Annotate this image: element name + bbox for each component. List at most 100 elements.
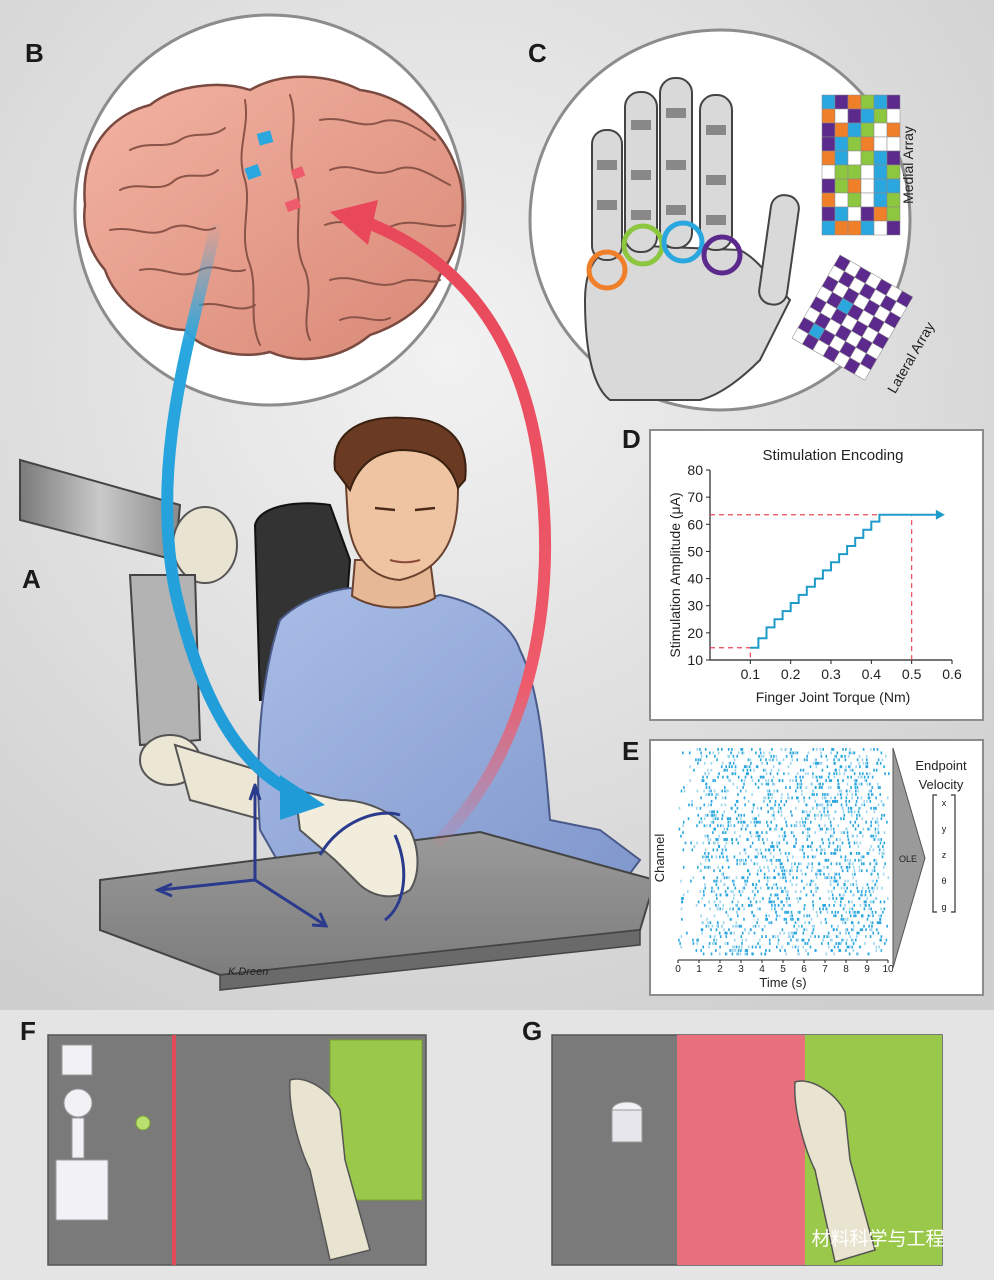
spike-mark	[837, 879, 839, 883]
person-eyes	[374, 506, 436, 512]
spike-mark	[826, 758, 828, 762]
spike-mark	[861, 914, 864, 918]
spike-mark	[839, 845, 842, 848]
spike-mark	[878, 921, 881, 925]
component-g: g	[941, 902, 946, 912]
spike-mark	[728, 765, 731, 769]
medial-array-cell	[821, 94, 836, 110]
spike-mark	[794, 931, 797, 935]
spike-mark	[816, 793, 818, 796]
spike-mark	[838, 772, 841, 776]
spike-mark	[732, 782, 735, 786]
spike-mark	[858, 931, 860, 935]
spike-mark	[844, 879, 847, 883]
spike-mark	[830, 862, 833, 866]
spike-mark	[708, 900, 710, 904]
spike-mark	[710, 813, 712, 817]
spike-mark	[877, 786, 880, 789]
spike-mark	[756, 820, 758, 824]
spike-mark	[857, 952, 859, 956]
spike-mark	[742, 768, 745, 772]
spike-mark	[843, 772, 845, 776]
spike-mark	[768, 938, 771, 942]
spike-mark	[792, 751, 794, 755]
medial-array-cell	[886, 206, 901, 222]
spike-mark	[783, 917, 786, 921]
spike-mark	[778, 872, 780, 876]
spike-mark	[746, 824, 748, 828]
spike-mark	[887, 876, 890, 880]
spike-mark	[852, 928, 855, 932]
spike-mark	[766, 876, 769, 880]
spike-mark	[879, 786, 881, 789]
spike-mark	[713, 810, 715, 814]
spike-mark	[811, 855, 814, 859]
spike-mark	[843, 768, 846, 772]
spike-mark	[752, 817, 754, 821]
spike-mark	[716, 876, 719, 880]
spike-mark	[752, 890, 754, 893]
spike-mark	[712, 848, 715, 852]
spike-mark	[827, 793, 830, 796]
spike-mark	[683, 789, 686, 793]
medial-array-cell	[847, 122, 862, 138]
spike-mark	[814, 761, 817, 765]
spike-mark	[712, 751, 715, 755]
spike-mark	[720, 879, 722, 883]
spike-mark	[874, 831, 877, 834]
medial-array-cell	[847, 136, 862, 152]
spike-mark	[779, 949, 781, 952]
spike-mark	[743, 813, 745, 817]
spike-mark	[755, 817, 757, 821]
spike-mark	[825, 907, 827, 911]
spike-mark	[709, 751, 711, 755]
spike-mark	[843, 917, 846, 921]
spike-mark	[881, 813, 883, 817]
spike-mark	[828, 904, 831, 907]
spike-mark	[795, 824, 798, 828]
spike-mark	[816, 886, 819, 890]
spike-mark	[867, 852, 870, 855]
spike-mark	[774, 803, 776, 807]
spike-mark	[733, 945, 735, 949]
spike-mark	[726, 952, 728, 956]
spike-mark	[853, 772, 856, 776]
spike-mark	[741, 824, 744, 828]
spike-mark	[712, 820, 715, 824]
spike-mark	[730, 931, 732, 935]
medial-array-cell	[886, 150, 901, 166]
spike-mark	[759, 938, 761, 942]
spike-mark	[710, 768, 713, 772]
spike-mark	[760, 852, 763, 855]
spike-mark	[705, 793, 707, 796]
spike-mark	[721, 907, 724, 911]
component-x: x	[942, 798, 947, 808]
spike-mark	[766, 917, 768, 921]
coordinate-axes	[154, 783, 406, 928]
spike-mark	[745, 765, 747, 769]
spike-mark	[724, 796, 727, 800]
spike-mark	[871, 786, 874, 789]
spike-mark	[741, 904, 744, 907]
spike-mark	[738, 907, 741, 911]
spike-mark	[716, 907, 719, 911]
spike-mark	[865, 765, 867, 769]
spike-mark	[766, 838, 768, 841]
spike-mark	[873, 886, 875, 890]
spike-mark	[825, 858, 828, 862]
spike-mark	[854, 827, 857, 831]
spike-mark	[803, 758, 806, 762]
spike-mark	[724, 803, 727, 807]
spike-mark	[857, 921, 860, 925]
spike-mark	[717, 751, 720, 755]
medial-array-cell	[886, 108, 901, 124]
spike-mark	[837, 758, 839, 762]
spike-mark	[797, 796, 799, 800]
spike-mark	[732, 879, 734, 883]
spike-mark	[847, 775, 849, 779]
spike-mark	[727, 865, 730, 869]
spike-mark	[744, 848, 747, 852]
spike-mark	[749, 758, 752, 762]
spike-mark	[820, 786, 823, 789]
spike-mark	[878, 852, 880, 855]
